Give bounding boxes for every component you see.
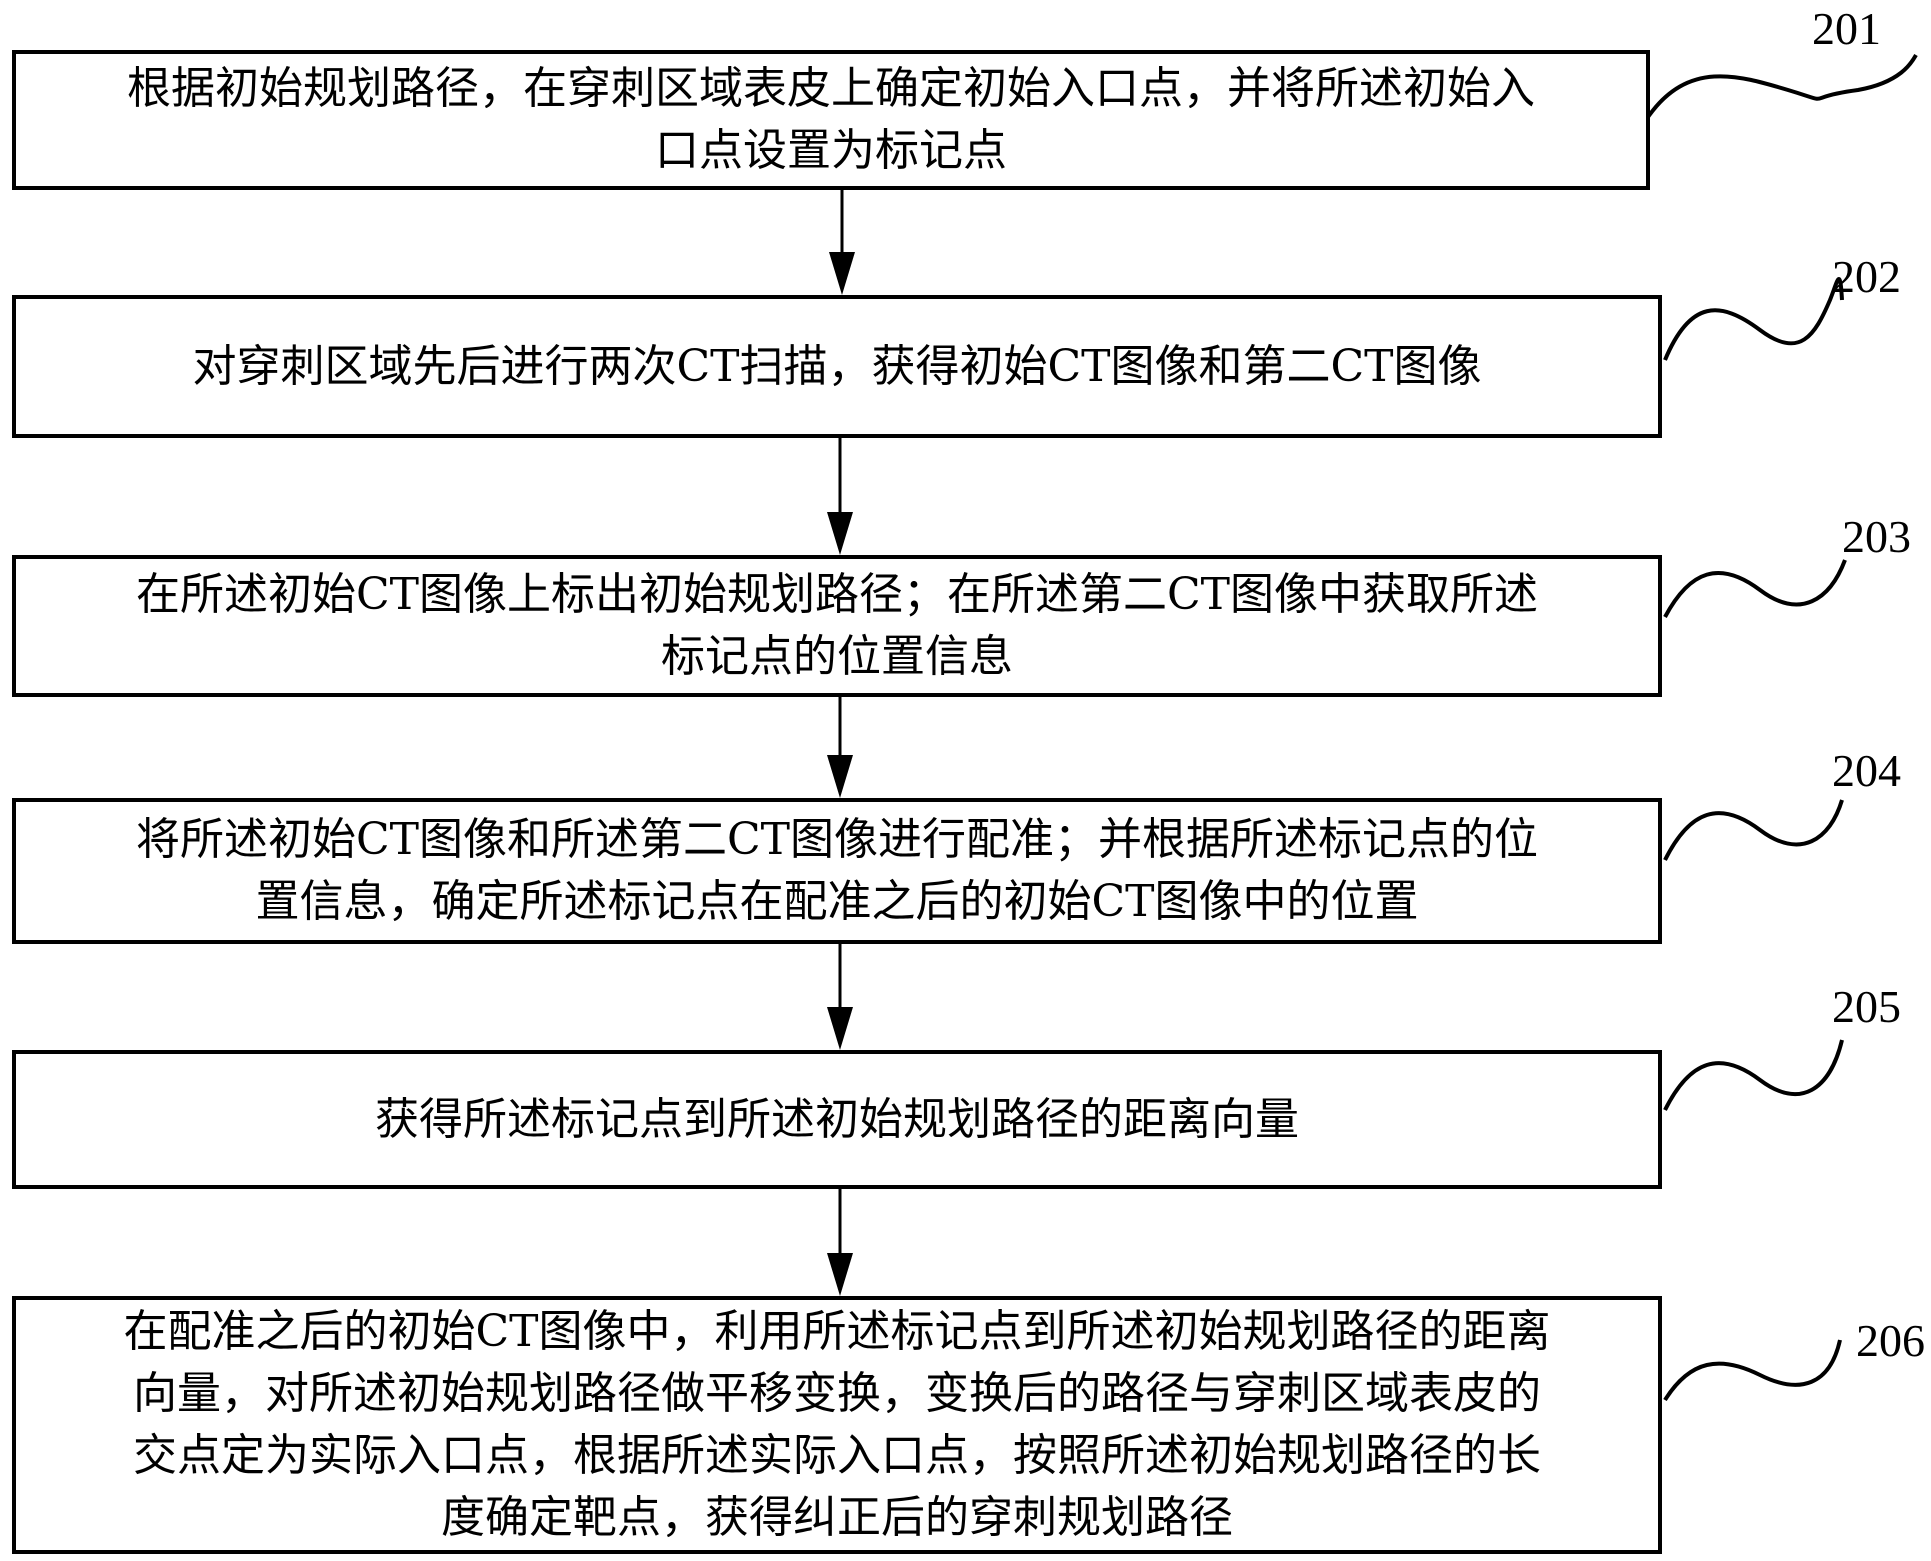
step-205-label: 205 [1832, 981, 1901, 1032]
leader-205 [1663, 1039, 1844, 1111]
step-206-line-2: 向量，对所述初始规划路径做平移变换，变换后的路径与穿刺区域表皮的 [133, 1368, 1541, 1419]
step-202-line-1: 对穿刺区域先后进行两次CT扫描，获得初始CT图像和第二CT图像 [192, 340, 1482, 392]
leader-204 [1663, 799, 1844, 861]
step-206-box: 在配准之后的初始CT图像中，利用所述标记点到所述初始规划路径的距离 向量，对所述… [12, 1296, 1662, 1554]
step-206-line-1: 在配准之后的初始CT图像中，利用所述标记点到所述初始规划路径的距离 [123, 1306, 1551, 1357]
step-205-line-1: 获得所述标记点到所述初始规划路径的距离向量 [375, 1093, 1299, 1145]
step-204-line-2: 置信息，确定所述标记点在配准之后的初始CT图像中的位置 [255, 876, 1419, 927]
step-206-label: 206 [1856, 1315, 1925, 1366]
step-203-box: 在所述初始CT图像上标出初始规划路径；在所述第二CT图像中获取所述 标记点的位置… [12, 555, 1662, 697]
step-201-line-2: 口点设置为标记点 [655, 125, 1007, 176]
leader-202 [1663, 277, 1844, 361]
step-203-line-2: 标记点的位置信息 [661, 631, 1013, 682]
arrow-205-to-206 [827, 1189, 853, 1296]
arrow-203-to-204 [827, 697, 853, 798]
step-204-line-1: 将所述初始CT图像和所述第二CT图像进行配准；并根据所述标记点的位 [135, 814, 1539, 865]
step-203-line-1: 在所述初始CT图像上标出初始规划路径；在所述第二CT图像中获取所述 [135, 569, 1539, 620]
arrow-204-to-205 [827, 944, 853, 1050]
step-201-box: 根据初始规划路径，在穿刺区域表皮上确定初始入口点，并将所述初始入 口点设置为标记… [12, 50, 1650, 190]
step-205-box: 获得所述标记点到所述初始规划路径的距离向量 [12, 1050, 1662, 1189]
leader-206 [1663, 1339, 1842, 1402]
leader-203 [1663, 559, 1847, 618]
step-203-label: 203 [1842, 511, 1911, 562]
step-202-box: 对穿刺区域先后进行两次CT扫描，获得初始CT图像和第二CT图像 [12, 295, 1662, 438]
arrow-201-to-202 [829, 190, 855, 295]
step-204-label: 204 [1832, 745, 1901, 796]
step-206-line-4: 度确定靶点，获得纠正后的穿刺规划路径 [441, 1492, 1233, 1543]
step-201-label: 201 [1812, 3, 1881, 54]
step-204-box: 将所述初始CT图像和所述第二CT图像进行配准；并根据所述标记点的位 置信息，确定… [12, 798, 1662, 944]
leader-201 [1646, 53, 1918, 119]
step-206-line-3: 交点定为实际入口点，根据所述实际入口点，按照所述初始规划路径的长 [133, 1430, 1541, 1481]
arrow-202-to-203 [827, 438, 853, 555]
step-201-line-1: 根据初始规划路径，在穿刺区域表皮上确定初始入口点，并将所述初始入 [127, 63, 1535, 114]
